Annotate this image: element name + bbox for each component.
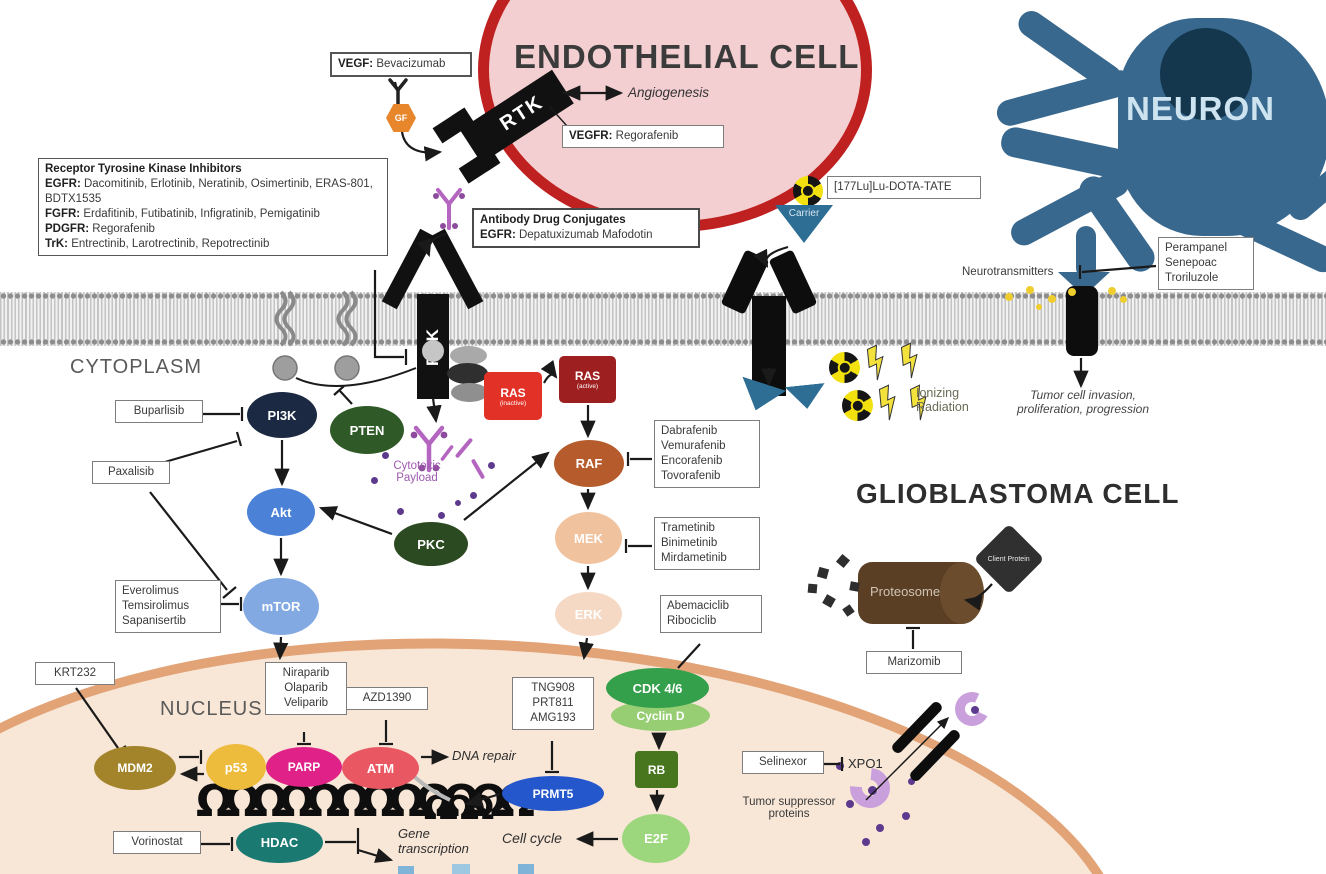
gprotein-subunit [451, 383, 488, 402]
mtor-node: mTOR [243, 578, 319, 635]
cutoff-element [452, 864, 470, 874]
neurotransmitter-receptor [1066, 286, 1098, 356]
gene-transcription-label: Gene transcription [398, 826, 469, 856]
radioactive-icon [842, 390, 873, 421]
hdac-node: HDAC [236, 822, 323, 863]
rtk-inhibitors-box: Receptor Tyrosine Kinase Inhibitors EGFR… [38, 158, 388, 256]
angiogenesis-label: Angiogenesis [628, 85, 710, 100]
tumor-suppressor-label: Tumor suppressor proteins [742, 796, 836, 820]
payload-dot [470, 492, 477, 499]
neurotransmitter-dot [1068, 288, 1076, 296]
protein-dot [902, 812, 910, 820]
protein-dot [846, 800, 854, 808]
ras-active-node: RAS(active) [559, 356, 616, 403]
vegf-drug-box: VEGF: Bevacizumab [330, 52, 472, 77]
payload-dot [488, 462, 495, 469]
protein-dot [862, 838, 870, 846]
pi3k-node: PI3K [247, 392, 317, 438]
neurotransmitter-dot [1120, 296, 1127, 303]
akt-node: Akt [247, 488, 315, 536]
adc-antibody-icon [433, 188, 465, 230]
mdm2-node: MDM2 [94, 746, 176, 790]
neurotransmitter-dot [1026, 286, 1034, 294]
protein-dot [908, 778, 915, 785]
proteosome-cap [940, 562, 984, 624]
gprotein-subunit [447, 363, 488, 384]
pkc-node: PKC [394, 522, 468, 566]
payload-dot [438, 512, 445, 519]
rtk-inhibitors-title: Receptor Tyrosine Kinase Inhibitors [45, 163, 242, 175]
proteosome-label: Proteosome [870, 584, 941, 599]
vorinostat-box: Vorinostat [113, 831, 201, 854]
protein-dot [836, 762, 844, 770]
payload-antibody-icon [410, 425, 454, 473]
ionizing-radiation-label: Ionizing Radiation [916, 386, 969, 414]
buparlisib-box: Buparlisib [115, 400, 203, 423]
atm-node: ATM [342, 747, 419, 789]
selinexor-box: Selinexor [742, 751, 824, 774]
e2f-node: E2F [622, 814, 690, 863]
payload-dot [371, 477, 378, 484]
protein-dot [876, 824, 884, 832]
protein-dot [971, 706, 979, 714]
glioblastoma-cell-title: GLIOBLASTOMA CELL [856, 478, 1180, 509]
neuron-title: NEURON [1126, 90, 1276, 127]
radioactive-icon [793, 176, 823, 206]
ras-inactive-node: RAS(inactive) [484, 372, 542, 420]
lu-dota-tate-box: [177Lu]Lu-DOTA-TATE [827, 176, 981, 199]
pten-node: PTEN [330, 406, 404, 454]
gprotein-subunit [450, 346, 487, 365]
xpo1-label: XPO1 [848, 756, 883, 771]
neurotransmitter-dot [1036, 304, 1042, 310]
neurotransmitter-dot [1108, 287, 1116, 295]
erk-node: ERK [555, 592, 622, 636]
cutoff-element [518, 864, 534, 874]
vegfr-drug-box: VEGFR: Regorafenib [562, 125, 724, 148]
neurotransmitter-dot [1048, 295, 1056, 303]
p53-node: p53 [206, 744, 266, 790]
cytotoxic-payload-label: Cytotoxic Payload [393, 460, 441, 484]
krt232-box: KRT232 [35, 662, 115, 685]
neuron-nucleus [1160, 28, 1252, 120]
rb-node: RB [635, 751, 678, 788]
nucleus-label: NUCLEUS [160, 698, 263, 720]
cell-membrane [0, 292, 1326, 346]
neurotransmitter-dot [1005, 293, 1013, 301]
gprotein-circle [422, 340, 444, 362]
cytoplasm-label: CYTOPLASM [70, 356, 202, 378]
payload-dot [455, 500, 461, 506]
payload-dot [397, 508, 404, 515]
cutoff-element [398, 866, 414, 874]
paxalisib-box: Paxalisib [92, 461, 170, 484]
cdk46-node: CDK 4/6 [606, 668, 709, 708]
radioactive-icon [829, 352, 860, 383]
antibody-icon [388, 78, 408, 108]
cell-cycle-label: Cell cycle [502, 830, 562, 846]
azd1390-box: AZD1390 [346, 687, 428, 710]
tumor-invasion-label: Tumor cell invasion, proliferation, prog… [1016, 388, 1150, 416]
payload-dot [382, 452, 389, 459]
adc-drug-box: Antibody Drug Conjugates EGFR: Depatuxiz… [472, 208, 700, 248]
endothelial-cell-title: ENDOTHELIAL CELL [514, 38, 860, 75]
dna-repair-label: DNA repair [452, 748, 516, 763]
raf-node: RAF [554, 440, 624, 487]
prmt5-node: PRMT5 [502, 776, 604, 811]
carrier-label: Carrier [788, 208, 820, 219]
mek-node: MEK [555, 512, 622, 564]
marizomib-box: Marizomib [866, 651, 962, 674]
neurotransmitters-label: Neurotransmitters [962, 266, 1054, 278]
protein-dot [868, 786, 877, 795]
parp-node: PARP [266, 747, 342, 787]
